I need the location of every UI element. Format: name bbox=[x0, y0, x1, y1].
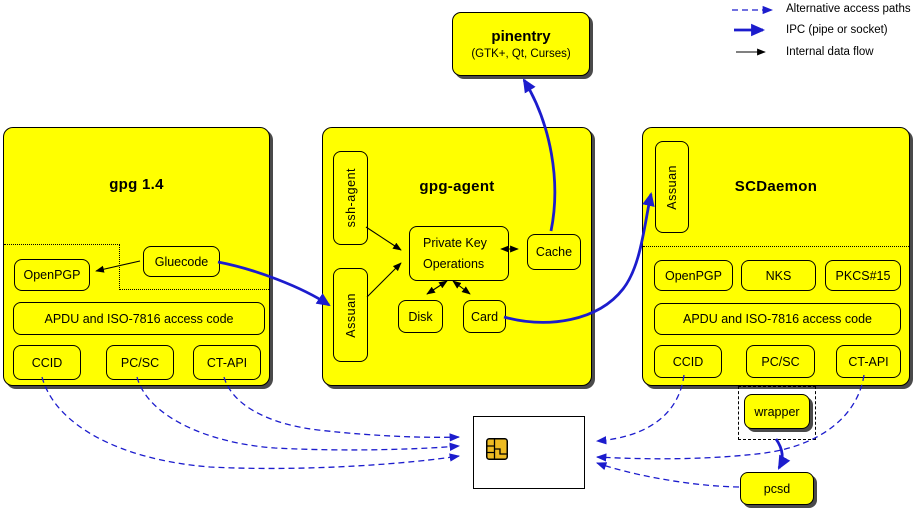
gpg-agent-ssh-agent-label: ssh-agent bbox=[343, 168, 358, 228]
wrapper-label: wrapper bbox=[754, 404, 800, 419]
scdaemon-ctapi-node: CT-API bbox=[836, 345, 901, 378]
wrapper-dashed-boundary: wrapper bbox=[738, 386, 816, 440]
gpg-agent-assuan-label: Assuan bbox=[343, 292, 358, 338]
altpath-scdaemon-ctapi-to-card bbox=[595, 374, 865, 462]
scdaemon-assuan-label: Assuan bbox=[665, 164, 679, 210]
gpg14-pcsc-node: PC/SC bbox=[106, 345, 174, 380]
gpg14-ccid-label: CCID bbox=[31, 355, 63, 370]
scdaemon-title: SCDaemon bbox=[734, 178, 818, 195]
scdaemon-ctapi-label: CT-API bbox=[848, 354, 889, 369]
gpg-agent-card-node: Card bbox=[463, 300, 506, 333]
scdaemon-pcsc-node: PC/SC bbox=[746, 345, 815, 378]
pinentry-title: pinentry bbox=[491, 28, 551, 45]
private-key-ops-line2: Operations bbox=[423, 256, 485, 271]
gpg-agent-card-label: Card bbox=[470, 309, 499, 324]
smartcard-chip-icon bbox=[486, 438, 508, 460]
altpath-gpg14-ccid-to-card bbox=[41, 376, 461, 470]
scdaemon-pcsc-label: PC/SC bbox=[761, 354, 800, 369]
legend-internal-flow-label: Internal data flow bbox=[786, 46, 874, 58]
gpg14-pcsc-label: PC/SC bbox=[120, 355, 160, 370]
pcsd-label: pcsd bbox=[763, 481, 791, 496]
scdaemon-dotted-divider bbox=[643, 246, 909, 247]
gpg14-title: gpg 1.4 bbox=[109, 176, 164, 193]
scdaemon-nks-label: NKS bbox=[765, 268, 792, 283]
gpg14-dotted-divider-step bbox=[119, 244, 120, 290]
gpg-agent-cache-node: Cache bbox=[527, 234, 581, 270]
gpg14-apdu-label: APDU and ISO-7816 access code bbox=[44, 311, 234, 326]
gpg-agent-cache-label: Cache bbox=[535, 245, 573, 259]
wrapper-node: wrapper bbox=[744, 394, 810, 429]
scdaemon-openpgp-label: OpenPGP bbox=[665, 268, 722, 283]
scdaemon-pkcs15-node: PKCS#15 bbox=[825, 260, 901, 291]
legend-ipc-label: IPC (pipe or socket) bbox=[786, 24, 888, 36]
gpg14-dotted-divider-left bbox=[4, 244, 120, 245]
gpg14-ctapi-label: CT-API bbox=[206, 355, 248, 370]
gpg14-dotted-divider-right bbox=[119, 289, 269, 290]
scdaemon-nks-node: NKS bbox=[741, 260, 816, 291]
scdaemon-openpgp-node: OpenPGP bbox=[654, 260, 733, 291]
gpg14-ctapi-node: CT-API bbox=[193, 345, 261, 380]
gpg14-openpgp-label: OpenPGP bbox=[23, 268, 81, 282]
legend-alternative-access-label: Alternative access paths bbox=[786, 3, 911, 15]
scdaemon-ccid-node: CCID bbox=[654, 345, 722, 378]
gpg-agent-disk-node: Disk bbox=[398, 300, 443, 333]
altpath-gpg14-pcsc-to-card bbox=[136, 376, 461, 451]
scdaemon-ccid-label: CCID bbox=[672, 354, 704, 369]
scdaemon-apdu-node: APDU and ISO-7816 access code bbox=[654, 303, 901, 335]
pinentry-node: pinentry (GTK+, Qt, Curses) bbox=[452, 12, 590, 76]
scdaemon-apdu-label: APDU and ISO-7816 access code bbox=[683, 312, 872, 326]
gpg14-apdu-node: APDU and ISO-7816 access code bbox=[13, 302, 265, 335]
pcsd-node: pcsd bbox=[740, 472, 814, 505]
ipc-wrapper-to-pcsd bbox=[774, 438, 791, 470]
smartcard-node bbox=[473, 416, 585, 489]
gpg14-gluecode-node: Gluecode bbox=[143, 246, 220, 277]
gpg14-container: gpg 1.4 OpenPGP Gluecode APDU and ISO-78… bbox=[3, 127, 270, 386]
scdaemon-container: SCDaemon Assuan OpenPGP NKS PKCS#15 APDU… bbox=[642, 127, 910, 386]
gpg-agent-container: gpg-agent ssh-agent Assuan Private Key O… bbox=[322, 127, 592, 386]
scdaemon-assuan-node: Assuan bbox=[655, 141, 689, 233]
gpg-agent-assuan-node: Assuan bbox=[333, 268, 368, 362]
gpg-agent-title: gpg-agent bbox=[419, 178, 495, 195]
gpg-agent-private-key-ops-node: Private Key Operations bbox=[409, 226, 509, 281]
gpg-agent-disk-label: Disk bbox=[408, 309, 433, 324]
altpath-pcsd-to-card bbox=[596, 462, 740, 488]
altpath-gpg14-ctapi-to-card bbox=[223, 376, 461, 442]
gpg14-ccid-node: CCID bbox=[13, 345, 81, 380]
scdaemon-pkcs15-label: PKCS#15 bbox=[835, 268, 891, 283]
gpg-agent-ssh-agent-node: ssh-agent bbox=[333, 151, 368, 245]
gpg14-openpgp-node: OpenPGP bbox=[14, 259, 90, 291]
pinentry-subtitle: (GTK+, Qt, Curses) bbox=[471, 48, 571, 60]
private-key-ops-line1: Private Key bbox=[423, 235, 487, 250]
gpg14-gluecode-label: Gluecode bbox=[154, 254, 209, 269]
